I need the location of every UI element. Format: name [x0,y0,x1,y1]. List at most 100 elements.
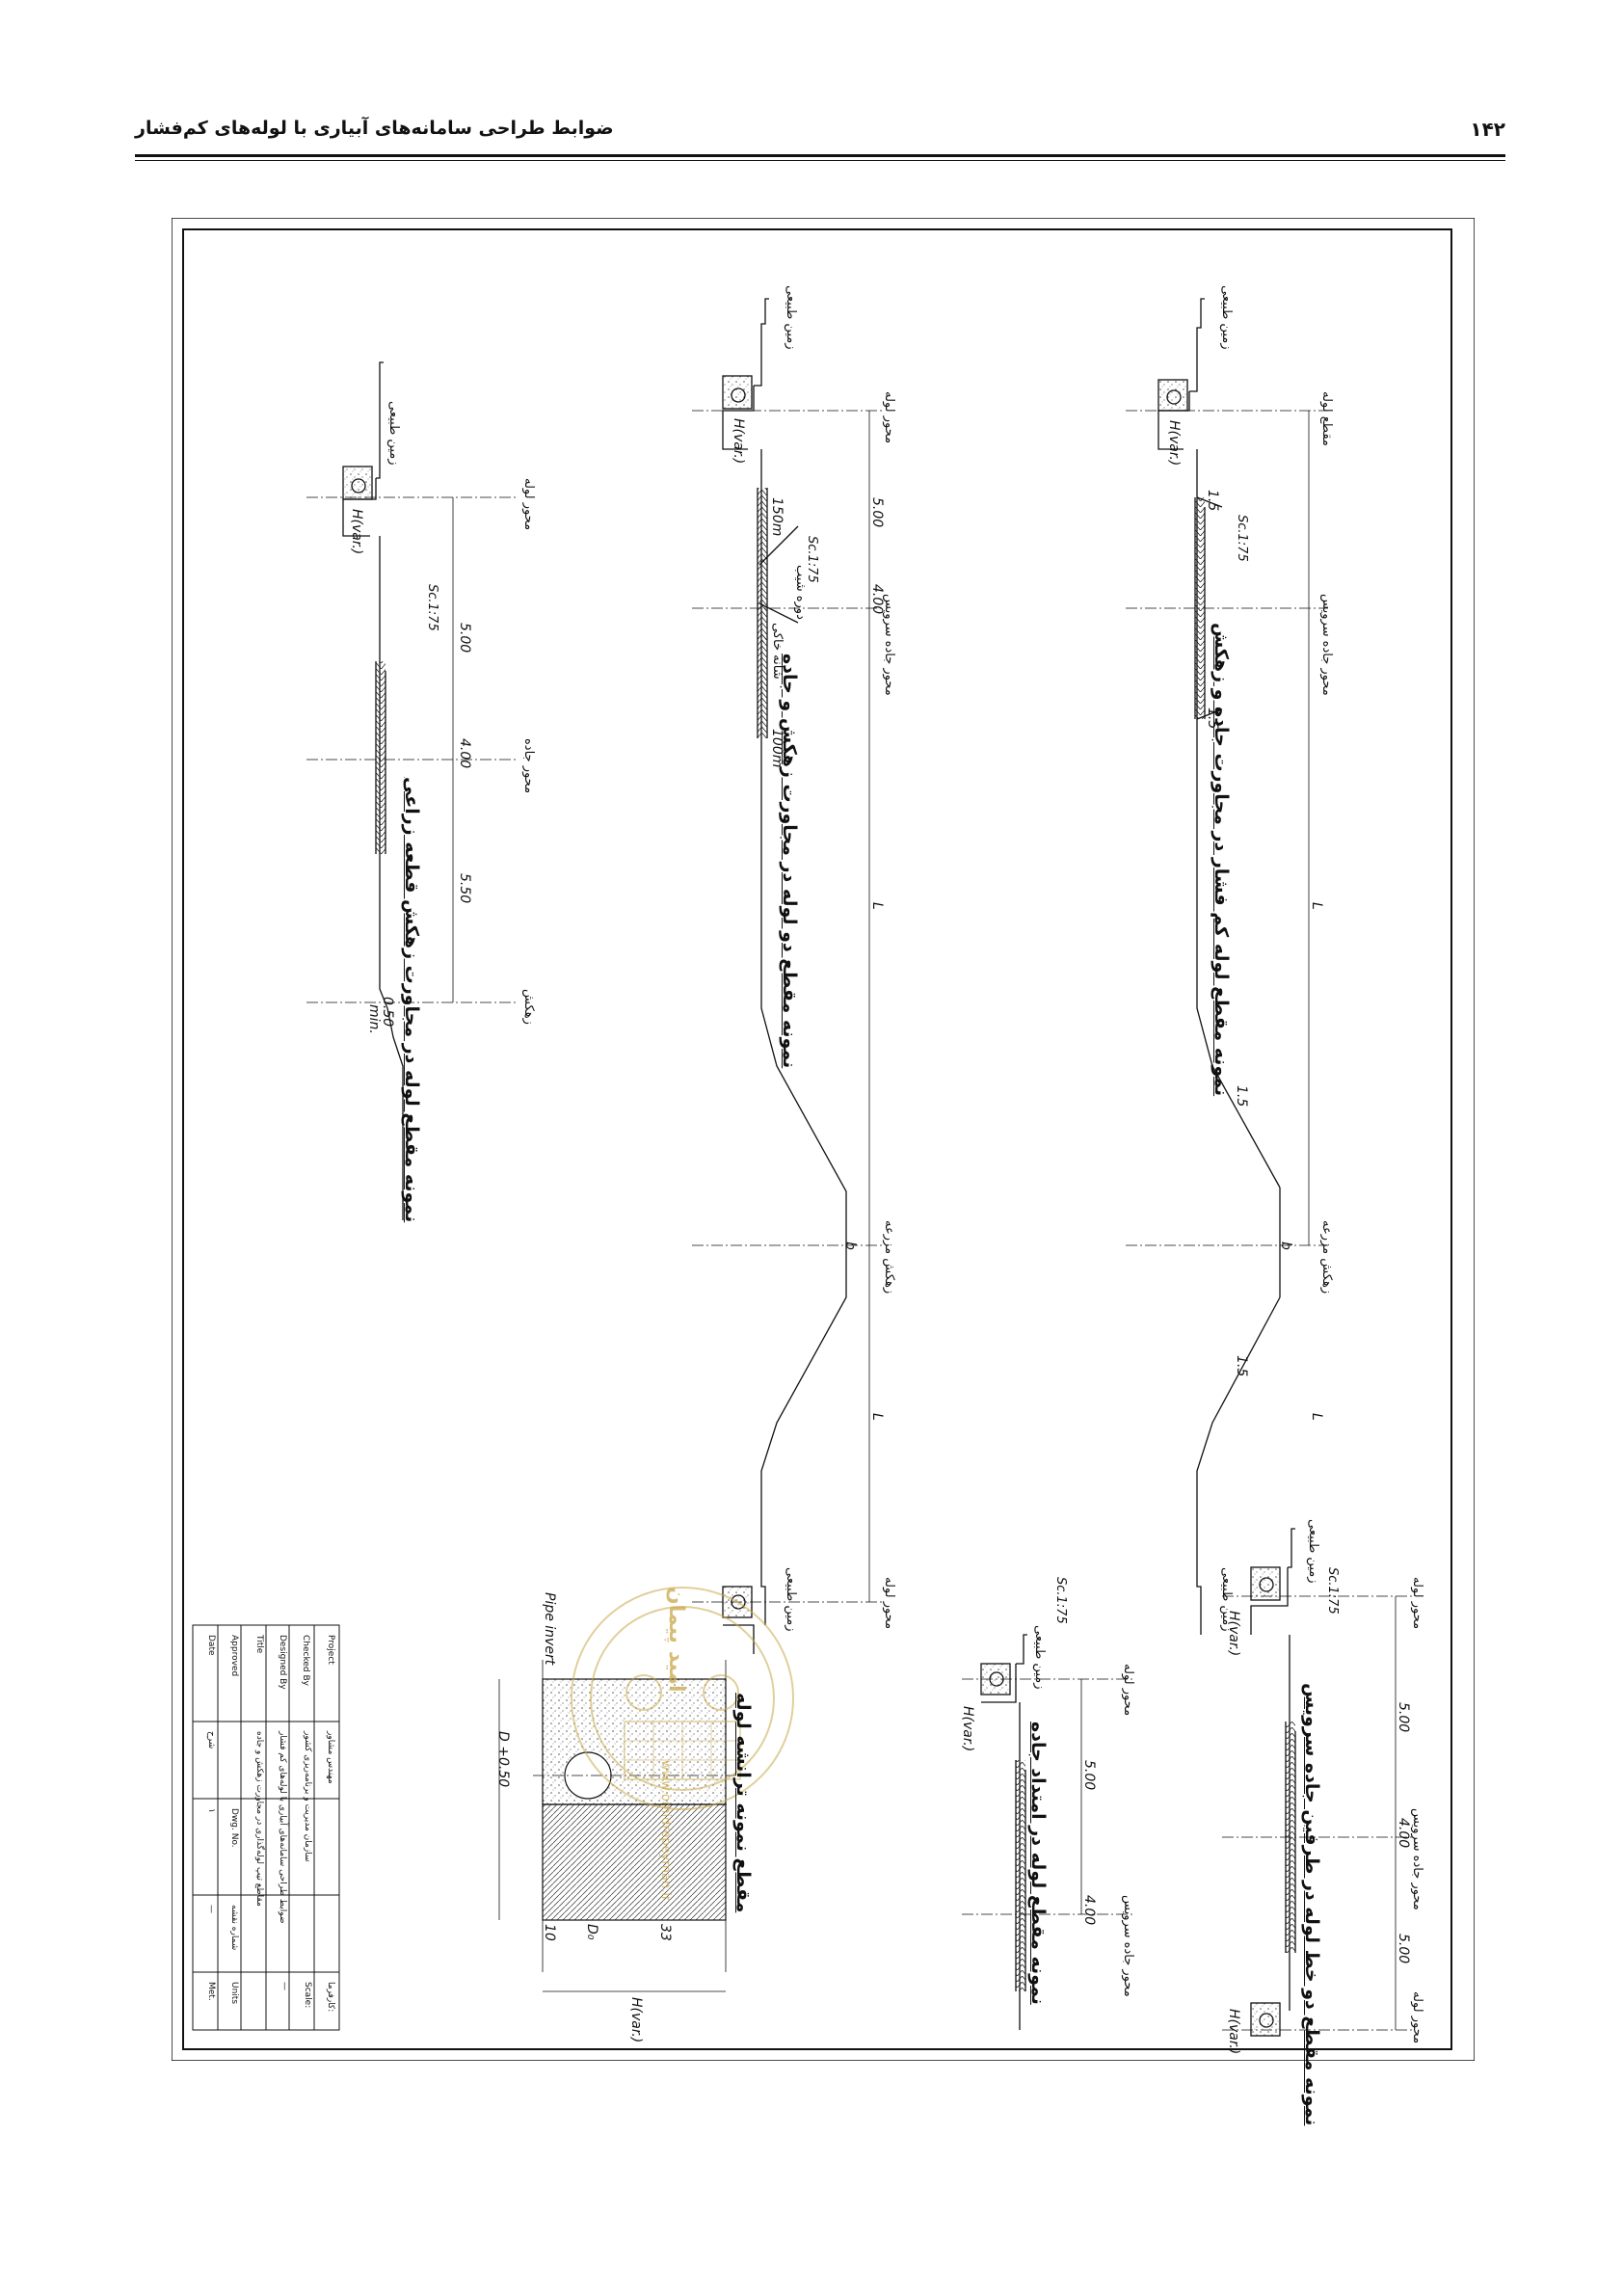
section-1-slope-1: 1.5 [1205,490,1220,512]
title-block-sheet-label: شماره نقشه [229,1905,239,1951]
section-6-dim-h: H(var.) [628,1997,644,2043]
section-3-label-road: محور جاده [521,738,536,794]
section-2-dim-100: 100m [769,729,785,768]
section-4-drawing [1222,1528,1415,2037]
title-block-designed-label: Designed By [278,1635,287,1690]
section-2-label-ground: زمین طبیعی [784,285,798,350]
section-3-dim-050: 0.50 [380,997,395,1028]
page-header: ضوابط طراحی سامانه‌های آبیاری با لوله‌ها… [135,118,1505,147]
section-3-label-pipe: محور لوله [521,478,536,531]
section-2-label-l1: L [869,902,885,910]
section-4-dim-400: 4.00 [1396,1818,1411,1849]
section-1-label-ground: زمین طبیعی [1219,285,1234,350]
title-block-checked-label: Checked By [301,1635,310,1686]
section-3-label-ground: زمین طبیعی [386,401,401,466]
section-5-label-road: محور جاده سرویس [1121,1895,1135,1997]
section-4-label-h: H(var.) [1226,1611,1241,1657]
section-1-slope-4: 1.5 [1234,1355,1249,1377]
title-block-project-label: Project [326,1635,335,1665]
section-5-scale: Sc.1:75 [1053,1577,1068,1624]
title-block-units: Met. [206,1982,216,2001]
section-2-label-b: b [842,1241,858,1250]
watermark-url: www.omidrepeyman.ir [658,1760,673,1902]
section-2-drawing [692,298,885,1654]
inner-border [182,228,1452,2050]
section-5-drawing [962,1634,1135,2030]
title-block-date-label: Date [206,1635,216,1656]
title-block-approved-label: Approved [229,1635,239,1677]
watermark-seal [571,1587,794,1810]
section-1-label-l2: L [1309,1413,1324,1421]
engineering-drawing [172,218,1475,2061]
section-1-label-pipe: مقطع لوله [1319,391,1334,446]
section-4-dim-500: 5.00 [1396,1702,1411,1733]
watermark-brand: امید پیمان [664,1587,688,1693]
section-2-label-pipe-2: محور لوله [882,1577,896,1630]
section-3-dim-min: min. [366,1004,382,1034]
section-3-label-h: H(var.) [349,509,364,555]
section-1-title: نمونه مقطع لوله کم فشار در مجاورت جاده و… [1211,623,1232,1097]
section-4-label-road: محور جاده سرویس [1410,1808,1424,1910]
section-1-label-l1: L [1309,902,1324,910]
section-1-label-drain: زهکش مزرعه [1319,1220,1334,1295]
section-5-title: نمونه مقطع لوله در امتداد جاده [1027,1722,1049,2005]
title-block-drawing-no-label: Dwg. No. [229,1808,239,1848]
section-1-slope-3: 1.5 [1234,1085,1249,1108]
drawing-sheet: نمونه مقطع لوله کم فشار در مجاورت جاده و… [172,218,1475,2125]
section-5-dim-500: 5.00 [1081,1760,1097,1791]
page-number: ۱۴۲ [1470,118,1505,141]
section-2-label-h: H(var.) [731,418,746,465]
section-3-dim-400: 4.00 [457,738,472,769]
section-4-label-ground: زمین طبیعی [1306,1519,1320,1584]
title-block-consultant-label: مهندس مشاور [326,1731,335,1784]
section-6-drawing [498,1660,735,1992]
section-1-slope-2: 1.5 [1205,707,1220,730]
title-block-drawing-no: ۱ [206,1808,216,1813]
section-1-label-road: محور جاده سرویس [1319,594,1334,696]
section-4-dim-500b: 5.00 [1396,1934,1411,1964]
section-6-label-invert: Pipe invert [542,1592,557,1666]
section-2-label-slope-course: دوره شیب [793,565,808,620]
section-2-label-drain: زهکش مزرعه [882,1220,896,1295]
section-6-dim-d050: D +0.50 [495,1731,511,1788]
section-5-dim-400: 4.00 [1081,1895,1097,1926]
title-block-drawing-title-label: Title [254,1635,264,1654]
section-4-label-pipe-2: محور لوله [1410,1991,1424,2044]
section-6-dim-33: 33 [657,1924,673,1941]
section-1-scale: Sc.1:75 [1235,515,1249,562]
section-2-label-l2: L [869,1413,885,1421]
section-3-dim-500: 5.00 [457,623,472,654]
section-2-dim-500: 5.00 [869,497,885,528]
title-block-employer-label: کارفرما: [326,1982,335,2013]
title-block-scale: — [279,1982,289,1990]
section-3-label-drain: زهکش [521,989,536,1025]
section-3-title: نمونه مقطع لوله در مجاورت زهکش قطعه زراع… [401,777,422,1223]
section-6-dim-10: 10 [542,1924,557,1941]
section-1-drawing [1126,298,1328,1635]
title-block-scale-label: Scale: [303,1982,312,2009]
title-block-project: ضوابط طراحی سامانه‌های آبیاری با لوله‌ها… [278,1731,287,1924]
title-block-employer: سازمان مدیریت و برنامه‌ریزی کشور [303,1731,312,1862]
section-4-scale: Sc.1:75 [1325,1567,1340,1615]
header-rule-thin [135,160,1505,161]
section-2-title: نمونه مقطع دو لوله در مجاورت زهکش و جاده [779,654,800,1069]
section-3-scale: Sc.1:75 [425,584,439,631]
section-2-label-ground-2: زمین طبیعی [784,1567,798,1632]
section-6-title: مقطع نمونه ترانشه لوله [732,1693,754,1913]
section-3-drawing [306,361,519,1220]
title-block-rev-label: شرح [206,1731,216,1749]
section-6-dim-d0: D₀ [584,1924,599,1940]
section-4-label-pipe: محور لوله [1410,1577,1424,1630]
section-5-label-h: H(var.) [960,1706,975,1752]
section-2-label-shoulder: شانه خاکی [770,623,785,680]
header-rule-thick [135,154,1505,157]
section-2-label-pipe: محور لوله [882,391,896,444]
section-1-label-b: b [1278,1241,1293,1250]
section-1-label-h: H(var.) [1166,420,1182,467]
section-2-dim-150: 150m [769,497,785,537]
section-4-title: نمونه مقطع دو خط لوله در طرفین جاده سروی… [1301,1683,1322,2126]
title-block-units-label: Units [229,1982,239,2005]
title-block-drawing-title: مقاطع تیپ لوله‌گذاری در مجاورت زهکش و جا… [254,1731,264,1907]
header-title: ضوابط طراحی سامانه‌های آبیاری با لوله‌ها… [135,118,614,139]
title-block-frame [192,1624,340,2031]
